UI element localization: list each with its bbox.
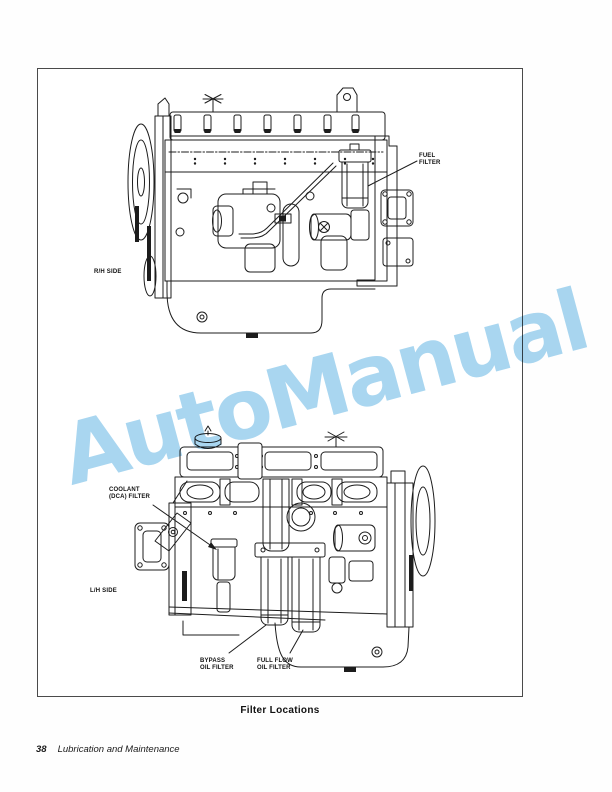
valve-cover (169, 111, 386, 141)
valve-cock-icon (324, 431, 348, 448)
engine-rh-side-drawing (127, 87, 418, 338)
fuel-filter-leader-line (367, 160, 418, 187)
engine-block (164, 171, 388, 282)
figure-border-box (37, 68, 523, 697)
page-number: 38 (36, 744, 47, 755)
fan-pulley-group (127, 97, 172, 299)
oil-pan (168, 606, 410, 672)
fuel-filter-canister (338, 143, 372, 209)
accessory-group (328, 524, 376, 594)
section-title: Lubrication and Maintenance (57, 744, 180, 755)
lh-side-label: L/H SIDE (90, 588, 117, 594)
engine-lh-side-diagram (125, 425, 440, 680)
rh-side-label: R/H SIDE (94, 269, 122, 275)
callout-leader-lines (152, 504, 304, 654)
page-footer: 38 Lubrication and Maintenance (36, 744, 180, 755)
breather-cap (194, 425, 222, 449)
turbocharger (237, 442, 316, 552)
breather-cock-icon (202, 94, 224, 113)
flywheel-housing (386, 465, 436, 628)
valve-cover (179, 446, 384, 478)
engine-rh-side-diagram (125, 86, 425, 338)
lifting-bracket (336, 87, 358, 113)
coolant-dca-filter-canister (154, 512, 238, 613)
fuel-line-pipe (238, 162, 337, 239)
figure-caption: Filter Locations (240, 705, 320, 716)
cylinder-head (164, 139, 388, 173)
flywheel-housing (356, 135, 414, 287)
engine-lh-side-drawing (134, 425, 436, 672)
rocker-housings (174, 476, 388, 515)
exhaust-flange (134, 480, 192, 616)
oil-pan (164, 280, 376, 338)
starter-motor (309, 209, 370, 241)
